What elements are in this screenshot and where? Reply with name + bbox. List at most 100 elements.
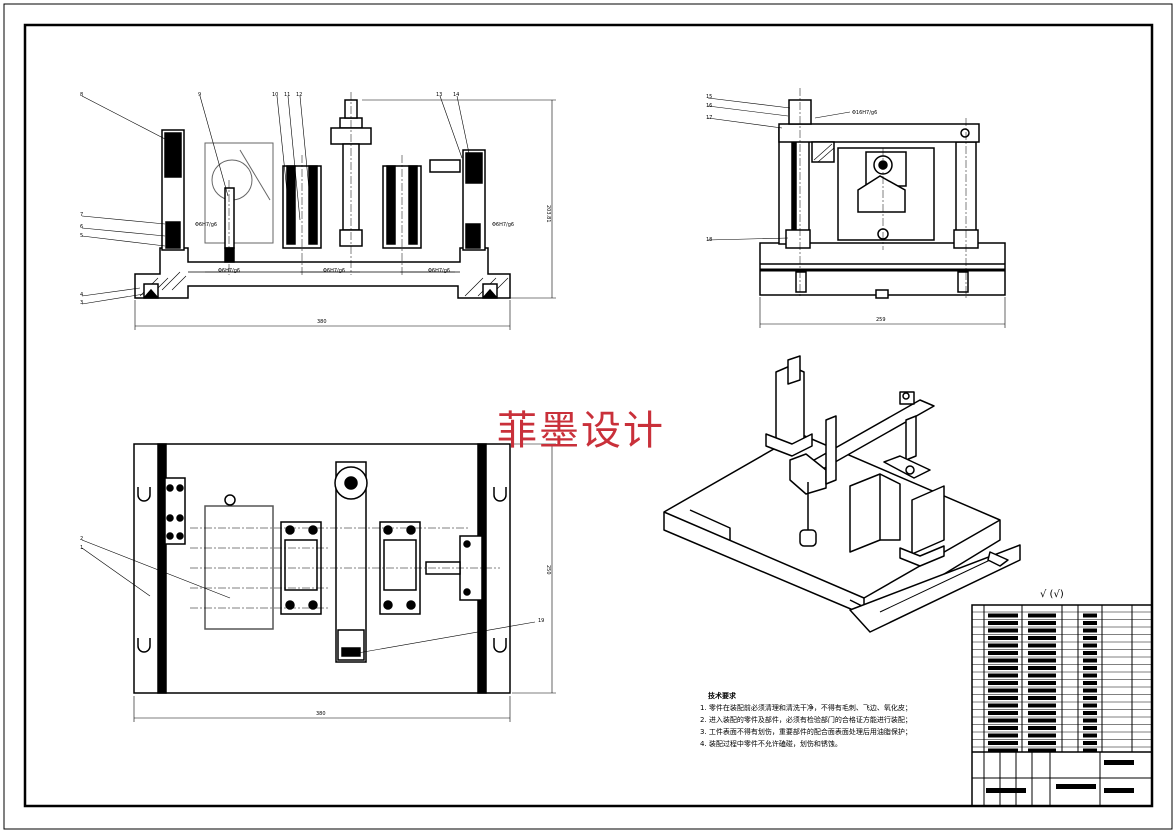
balloon-7: 7 <box>80 212 83 218</box>
front-height-dim: 203.81 <box>545 205 551 223</box>
title-block-cell-fill <box>1104 760 1134 765</box>
title-block-cell-fill <box>988 703 1018 708</box>
balloon-2: 2 <box>80 536 83 542</box>
title-block-cell-fill <box>1083 651 1097 655</box>
title-block-cell-fill <box>988 726 1018 730</box>
fit-label-1: Φ6H7/g6 <box>195 222 217 228</box>
title-block-cell-fill <box>1028 621 1056 625</box>
roughness-symbol: √ (√) <box>1040 589 1064 600</box>
side-dimensions <box>707 97 1006 328</box>
fit-label-2: Φ6H7/g6 <box>218 268 240 274</box>
title-block-cell-fill <box>1028 696 1056 700</box>
balloon-10: 10 <box>272 92 278 98</box>
title-block-cell-fill <box>1028 681 1056 685</box>
title-block-cell-fill <box>988 651 1018 655</box>
title-block-cell-fill <box>988 733 1018 738</box>
title-block-cell-fill <box>1056 784 1096 789</box>
title-block-cell-fill <box>988 621 1018 625</box>
fit-label-4: Φ6H7/g6 <box>428 268 450 274</box>
title-block-cell-fill <box>1083 613 1097 618</box>
balloon-5: 5 <box>80 233 83 239</box>
title-block-cell-fill <box>988 628 1018 633</box>
title-block-cell-fill <box>1104 788 1134 793</box>
title-block-cell-fill <box>1028 643 1056 648</box>
balloon-6: 6 <box>80 224 83 230</box>
title-block-cell-fill <box>988 643 1018 648</box>
title-block-cell-fill <box>1028 726 1056 730</box>
title-block-cell-fill <box>1083 741 1097 745</box>
title-block-cell-fill <box>988 688 1018 693</box>
front-dimensions <box>81 95 556 330</box>
balloon-16: 16 <box>706 103 712 109</box>
top-view <box>133 443 511 694</box>
title-block-cell-fill <box>1083 718 1097 723</box>
title-block-cell-fill <box>1083 628 1097 633</box>
watermark-text: 菲墨设计 <box>497 408 665 454</box>
title-block-cell-fill <box>1083 666 1097 670</box>
title-block-cell-fill <box>1083 681 1097 685</box>
side-fit-label: Φ16H7/g6 <box>852 110 877 116</box>
title-block-cell-fill <box>1028 711 1056 715</box>
side-dimension-text: 259 Φ16H7/g6 15 16 17 18 <box>706 94 886 323</box>
top-dimensions <box>81 443 556 722</box>
title-block-cell-fill <box>988 748 1018 753</box>
title-block-cell-fill <box>1028 651 1056 655</box>
tech-req-item: 3. 工件表面不得有划伤，重要部件的配合面表面处理后用油脂保护； <box>700 728 912 736</box>
balloon-9: 9 <box>198 92 201 98</box>
front-dimension-text: 380 203.81 Φ6H7/g6 Φ6H7/g6 Φ6H7/g6 Φ6H7/… <box>80 92 551 325</box>
title-block-cell-fill <box>1083 711 1097 715</box>
title-block-cell-fill <box>988 613 1018 618</box>
balloon-12: 12 <box>296 92 302 98</box>
isometric-view <box>663 355 1021 633</box>
balloon-18: 18 <box>706 237 712 243</box>
title-block-cell-fill <box>988 696 1018 700</box>
title-block-cell-fill <box>1028 673 1056 678</box>
title-block-cell-fill <box>988 718 1018 723</box>
technical-requirements: 技术要求 1. 零件在装配前必须清理和清洗干净，不得有毛刺、飞边、氧化皮； 2.… <box>700 690 912 750</box>
tech-req-item: 2. 进入装配的零件及部件，必须有检验部门的合格证方能进行装配； <box>700 716 912 724</box>
balloon-3: 3 <box>80 300 83 306</box>
balloon-17: 17 <box>706 115 712 121</box>
tech-req-item: 1. 零件在装配前必须清理和清洗干净，不得有毛刺、飞边、氧化皮； <box>700 704 912 712</box>
side-view <box>759 88 1006 299</box>
title-block-cell-fill <box>1028 666 1056 670</box>
title-block-cell-fill <box>1028 658 1056 663</box>
title-block-cell-fill <box>988 666 1018 670</box>
title-block-cell-fill <box>988 711 1018 715</box>
title-block-cell-fill <box>1083 703 1097 708</box>
title-block-cell-fill <box>988 741 1018 745</box>
title-block-cell-fill <box>988 681 1018 685</box>
title-block-cell-fill <box>1083 621 1097 625</box>
title-block-cell-fill <box>1028 748 1056 753</box>
title-block-cell-fill <box>1028 688 1056 693</box>
title-block-cell-fill <box>986 788 1026 793</box>
title-block-cell-fill <box>1083 658 1097 663</box>
front-width-dim: 380 <box>317 319 327 325</box>
title-block-cell-fill <box>1083 733 1097 738</box>
title-block-cell-fill <box>1083 636 1097 640</box>
title-block-cell-fill <box>1028 718 1056 723</box>
title-block-cell-fill <box>1028 741 1056 745</box>
balloon-13: 13 <box>436 92 442 98</box>
tech-req-title: 技术要求 <box>708 692 736 700</box>
title-block-cell-fill <box>1028 703 1056 708</box>
top-width-dim: 380 <box>316 711 326 717</box>
balloon-14: 14 <box>453 92 459 98</box>
tech-req-item: 4. 装配过程中零件不允许磕碰，划伤和锈蚀。 <box>700 740 842 748</box>
balloon-15: 15 <box>706 94 712 100</box>
title-block-cell-fill <box>1083 726 1097 730</box>
balloon-8: 8 <box>80 92 83 98</box>
title-block-cell-fill <box>1028 636 1056 640</box>
title-block-cell-fill <box>1083 696 1097 700</box>
balloon-19: 19 <box>538 618 544 624</box>
fit-label-3: Φ6H7/g6 <box>323 268 345 274</box>
title-block-rows <box>972 611 1152 748</box>
top-dimension-text: 380 250 2 1 19 <box>80 536 551 717</box>
balloon-11: 11 <box>284 92 290 98</box>
title-block-cell-fill <box>1028 733 1056 738</box>
balloon-1: 1 <box>80 545 83 551</box>
title-block-cell-fill <box>988 673 1018 678</box>
side-width-dim: 259 <box>876 317 886 323</box>
title-block-cell-fill <box>988 658 1018 663</box>
